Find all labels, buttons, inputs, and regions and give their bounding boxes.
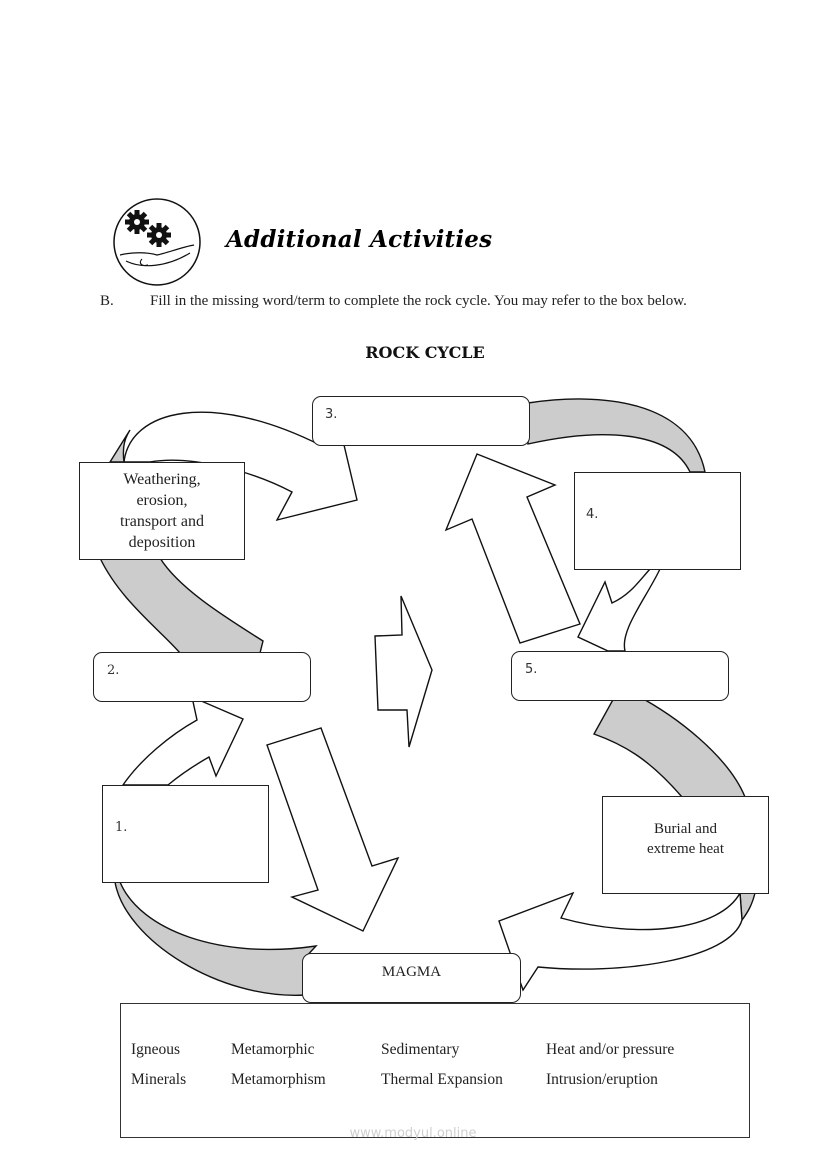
weathering-line-1: Weathering,	[123, 471, 201, 488]
burial-box: Burial and extreme heat	[602, 796, 769, 894]
shaded-arrow-3-to-4	[527, 398, 706, 473]
blank-box-3[interactable]: 3.	[312, 396, 530, 446]
burial-line-2: extreme heat	[646, 841, 725, 857]
shaded-arrow-weathering-to-2	[98, 557, 264, 654]
arrow-center-right	[374, 595, 433, 748]
blank-box-4[interactable]: 4.	[574, 472, 741, 570]
burial-line-1: Burial and	[654, 821, 717, 837]
magma-label: MAGMA	[381, 964, 442, 980]
blank-label-2: 2.	[107, 663, 120, 678]
arrow-burial-to-magma	[498, 890, 743, 992]
word-bank-item: Thermal Expansion	[381, 1071, 503, 1088]
item-letter: B.	[100, 293, 114, 309]
blank-box-1[interactable]: 1.	[102, 785, 269, 883]
word-bank: Igneous Metamorphic Sedimentary Heat and…	[120, 1003, 750, 1138]
instruction-text: Fill in the missing word/term to complet…	[150, 293, 687, 309]
instructions: B. Fill in the missing word/term to compl…	[100, 291, 740, 311]
blank-label-3: 3.	[325, 407, 338, 422]
word-bank-item: Intrusion/eruption	[546, 1071, 658, 1088]
magma-box: MAGMA	[302, 953, 521, 1003]
shaded-arrow-1-to-magma	[114, 881, 318, 996]
shaded-arrow-5-to-burial	[592, 686, 747, 798]
watermark: www.modyul.online	[349, 1126, 477, 1141]
arrow-1-to-2	[121, 695, 244, 786]
arrow-4-to-5	[577, 568, 662, 652]
weathering-line-4: deposition	[128, 534, 196, 551]
blank-label-1: 1.	[115, 820, 128, 835]
blank-box-5[interactable]: 5.	[511, 651, 729, 701]
word-bank-item: Igneous	[131, 1041, 181, 1058]
arrow-5-to-3	[444, 453, 581, 644]
blank-label-5: 5.	[525, 662, 538, 677]
word-bank-item: Minerals	[131, 1071, 187, 1088]
weathering-line-2: erosion,	[136, 492, 188, 509]
word-bank-item: Metamorphism	[231, 1071, 326, 1088]
diagram-title: ROCK CYCLE	[365, 343, 485, 362]
gears-in-hand-icon	[113, 198, 201, 286]
word-bank-item: Metamorphic	[231, 1041, 315, 1058]
blank-box-2[interactable]: 2.	[93, 652, 311, 702]
blank-label-4: 4.	[586, 507, 599, 522]
weathering-box: Weathering, erosion, transport and depos…	[79, 462, 245, 560]
weathering-line-3: transport and	[120, 513, 204, 530]
word-bank-item: Heat and/or pressure	[546, 1041, 675, 1058]
word-bank-item: Sedimentary	[381, 1041, 460, 1058]
section-title: Additional Activities	[226, 226, 493, 253]
arrow-2-to-magma	[266, 727, 400, 932]
